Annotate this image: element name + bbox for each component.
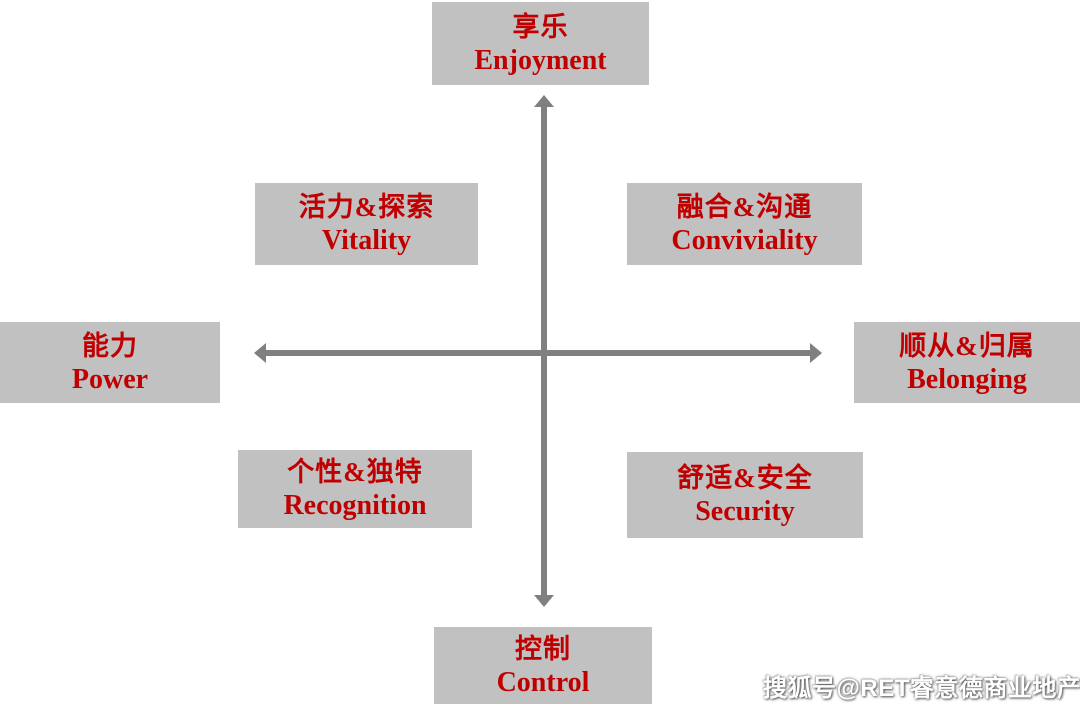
arrow-down-icon (534, 595, 554, 607)
quadrant-label-vitality-zh: 活力&探索 (298, 192, 435, 222)
quadrant-label-recognition-en: Recognition (283, 490, 427, 521)
quadrant-label-security: 舒适&安全 Security (627, 452, 863, 538)
arrow-left-icon (254, 343, 266, 363)
axis-label-enjoyment: 享乐 Enjoyment (432, 2, 649, 85)
arrow-right-icon (810, 343, 822, 363)
quadrant-label-conviviality-en: Conviviality (671, 225, 818, 256)
axis-label-control-zh: 控制 (515, 633, 571, 664)
quadrant-label-vitality-en: Vitality (321, 225, 412, 256)
axis-label-power-en: Power (71, 363, 149, 395)
quadrant-label-recognition: 个性&独特 Recognition (238, 450, 472, 528)
quadrant-label-security-en: Security (695, 496, 795, 527)
arrow-up-icon (534, 95, 554, 107)
horizontal-axis-line (266, 350, 811, 356)
quadrant-label-recognition-zh: 个性&独特 (287, 457, 423, 487)
axis-label-control-en: Control (496, 666, 590, 698)
quadrant-label-conviviality-zh: 融合&沟通 (676, 192, 813, 222)
axis-label-power-zh: 能力 (82, 330, 138, 361)
watermark: 搜狐号@RET睿意德商业地产 (763, 675, 1080, 702)
quadrant-label-security-zh: 舒适&安全 (677, 463, 813, 493)
axis-label-control: 控制 Control (434, 627, 652, 704)
axis-label-belonging: 顺从&归属 Belonging (854, 322, 1080, 403)
axis-label-belonging-en: Belonging (907, 363, 1027, 395)
quadrant-label-vitality: 活力&探索 Vitality (255, 183, 478, 265)
axis-label-belonging-zh: 顺从&归属 (899, 330, 1035, 361)
axis-label-power: 能力 Power (0, 322, 220, 403)
axis-label-enjoyment-zh: 享乐 (512, 11, 569, 42)
axis-label-enjoyment-en: Enjoyment (474, 44, 607, 76)
quadrant-label-conviviality: 融合&沟通 Conviviality (627, 183, 862, 265)
